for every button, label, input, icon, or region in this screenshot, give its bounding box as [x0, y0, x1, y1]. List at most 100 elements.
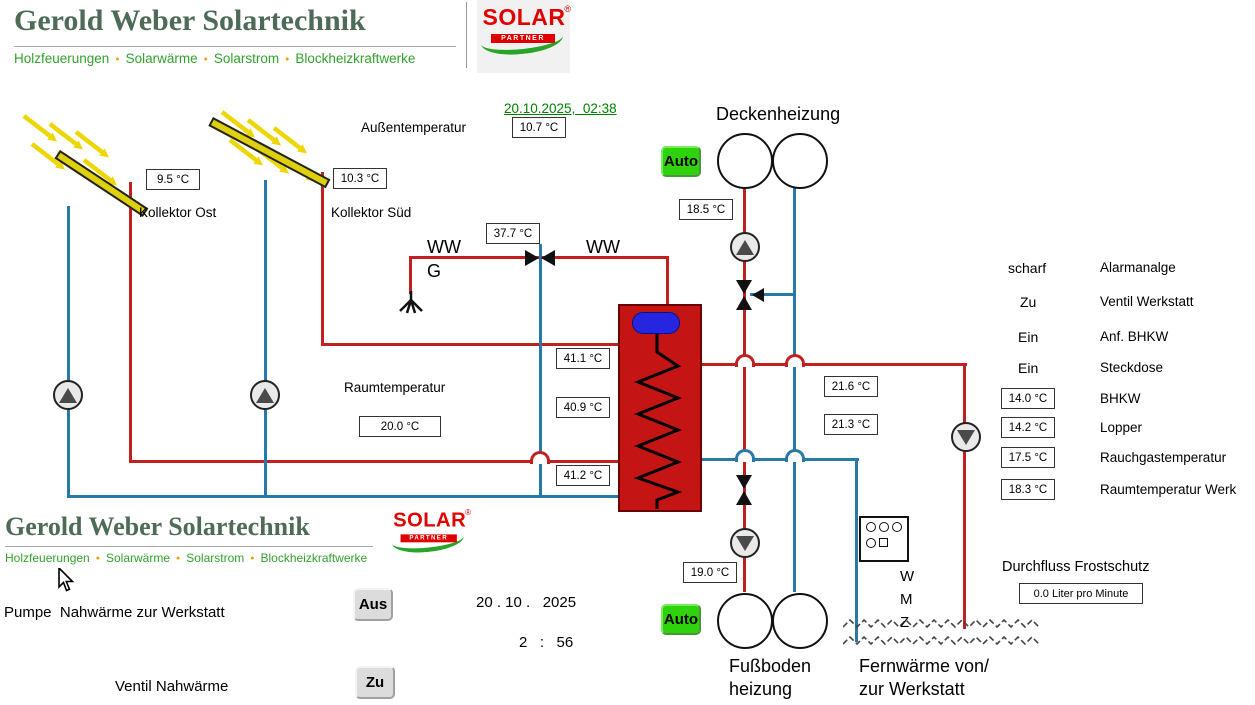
kollektor-sued-value: 10.3 °C [333, 168, 387, 189]
kollektor-sued-label: Kollektor Süd [331, 205, 412, 220]
deckenheizung-auto-button[interactable]: Auto [661, 146, 701, 177]
tank-top-connector [632, 312, 680, 334]
status-label: BHKW [1100, 391, 1141, 406]
kollektor-ost-label: Kollektor Ost [139, 205, 217, 220]
right-lower-value: 21.3 °C [824, 414, 878, 435]
pump-sued-icon [250, 380, 280, 410]
status-label: Alarmanalge [1100, 260, 1176, 275]
bottom-time: 2 : 56 [519, 634, 574, 651]
pipe-sued-to-tank [321, 343, 622, 346]
bullet-separator [170, 551, 186, 565]
pipe-ww-ground-stub [409, 256, 412, 294]
mouse-cursor-icon [58, 568, 75, 592]
pump-fussboden-icon [730, 528, 760, 558]
brand-divider [466, 2, 467, 68]
brand-subtitle-bottom: Holzfeuerungen Solarwärme Solarstrom Blockh… [5, 546, 373, 565]
pipe-heating-return-riser [793, 188, 796, 592]
fernwaerme-title: Fernwärme von/ zur Werkstatt [859, 656, 990, 699]
subtitle-item: Solarstrom [213, 51, 280, 66]
pipe-crossing-bump [530, 451, 550, 464]
status-label: Steckdose [1100, 360, 1164, 375]
tank-bottom-value: 41.2 °C [556, 465, 610, 486]
ground-icon [399, 291, 423, 314]
solar-logo-word: SOLAR [482, 4, 566, 30]
pump-deckenheizung-icon [730, 232, 760, 262]
solar-logo-word: SOLAR [393, 508, 467, 531]
deckenheizung-valve-icon [736, 280, 752, 310]
heating-circuit-icon [772, 593, 828, 649]
pipe-sued-supply [321, 172, 324, 346]
pumpe-nahwaerme-label: Pumpe Nahwärme zur Werkstatt [4, 604, 225, 621]
partner-ribbon: PARTNER [400, 534, 457, 543]
ww-label-right: WW [586, 237, 620, 257]
fussboden-title: Fußboden heizung [729, 656, 812, 699]
durchfluss-value: 0.0 Liter pro Minute [1019, 583, 1143, 604]
fernwaerme-pipes-icon [843, 618, 1040, 646]
pipe-ost-supply [129, 182, 132, 463]
tank-top-value: 41.1 °C [556, 348, 610, 369]
brand-title-bottom: Gerold Weber Solartechnik [5, 512, 310, 541]
subtitle-item: Blockheizkraftwerke [295, 51, 416, 66]
pipe-ww-tank-stub [666, 256, 669, 307]
status-label: Anf. BHKW [1100, 329, 1169, 344]
heat-meter-icon [859, 516, 909, 562]
registered-mark: ® [564, 4, 571, 14]
status-label: Raumtemperatur Werk [1100, 482, 1237, 497]
pumpe-nahwaerme-state-button[interactable]: Aus [353, 588, 393, 621]
aussentemperatur-value: 10.7 °C [512, 117, 566, 138]
status-label: Ventil Werkstatt [1100, 294, 1194, 309]
subtitle-item: Solarwärme [105, 551, 170, 565]
fussboden-vorlauf-value: 19.0 °C [683, 562, 737, 583]
solar-partner-logo-bottom: SOLAR ® PARTNER [390, 508, 471, 561]
status-label: Lopper [1100, 420, 1143, 435]
wmz-label: W M Z [900, 568, 915, 631]
pump-ost-icon [53, 380, 83, 410]
bullet-separator [279, 51, 295, 66]
durchfluss-label: Durchfluss Frostschutz [1002, 559, 1150, 575]
tank-coil-icon [633, 334, 683, 509]
heating-circuit-icon [772, 133, 828, 189]
status-temp-value: 14.0 °C [1001, 388, 1055, 409]
heating-circuit-icon [717, 133, 773, 189]
bullet-separator [90, 551, 106, 565]
ww-vorlauf-value: 37.7 °C [486, 223, 540, 244]
subtitle-item: Blockheizkraftwerke [260, 551, 368, 565]
brand-title: Gerold Weber Solartechnik [14, 4, 366, 37]
heating-circuit-icon [717, 593, 773, 649]
pipe-ost-return [67, 206, 70, 497]
subtitle-item: Solarstrom [186, 551, 245, 565]
status-label: Rauchgastemperatur [1100, 450, 1227, 465]
buffer-tank [618, 304, 702, 512]
subtitle-item: Holzfeuerungen [5, 551, 90, 565]
status-temp-value: 18.3 °C [1001, 479, 1055, 500]
pipe-sued-return [264, 180, 267, 497]
datetime: 20.10.2025, 02:38 [504, 101, 617, 116]
pump-fernwaerme-icon [951, 422, 981, 452]
solar-partner-logo: SOLAR ® PARTNER [479, 4, 571, 70]
pipe-crossing-bump [785, 354, 805, 367]
pipe-valve-branch [750, 293, 795, 296]
pipe-return-to-tank [67, 495, 623, 498]
status-value: scharf [1008, 260, 1047, 276]
pipe-tank-right-bottom [698, 458, 859, 461]
pipe-crossing-bump [735, 354, 755, 367]
ww-label-g: G [427, 261, 442, 281]
bullet-separator [198, 51, 214, 66]
status-value: Zu [1020, 294, 1037, 310]
bullet-separator [109, 51, 125, 66]
pipe-tank-right-top [698, 363, 967, 366]
deckenheizung-title: Deckenheizung [716, 104, 841, 124]
registered-mark: ® [465, 508, 471, 517]
fussboden-valve-icon [736, 475, 752, 505]
sun-rays-icon [18, 110, 128, 188]
brand-subtitle: HolzfeuerungenSolarwärmeSolarstromBlockh… [14, 46, 456, 66]
bullet-separator [244, 551, 260, 565]
ventil-nahwaerme-label: Ventil Nahwärme [115, 678, 229, 695]
fussboden-auto-button[interactable]: Auto [661, 604, 701, 635]
pipe-heating-riser [743, 188, 746, 592]
pipe-crossing-bump [735, 449, 755, 462]
ventil-nahwaerme-state-button[interactable]: Zu [355, 666, 395, 699]
tank-mid-value: 40.9 °C [556, 397, 610, 418]
subtitle-item: Holzfeuerungen [14, 51, 110, 66]
status-temp-value: 14.2 °C [1001, 417, 1055, 438]
